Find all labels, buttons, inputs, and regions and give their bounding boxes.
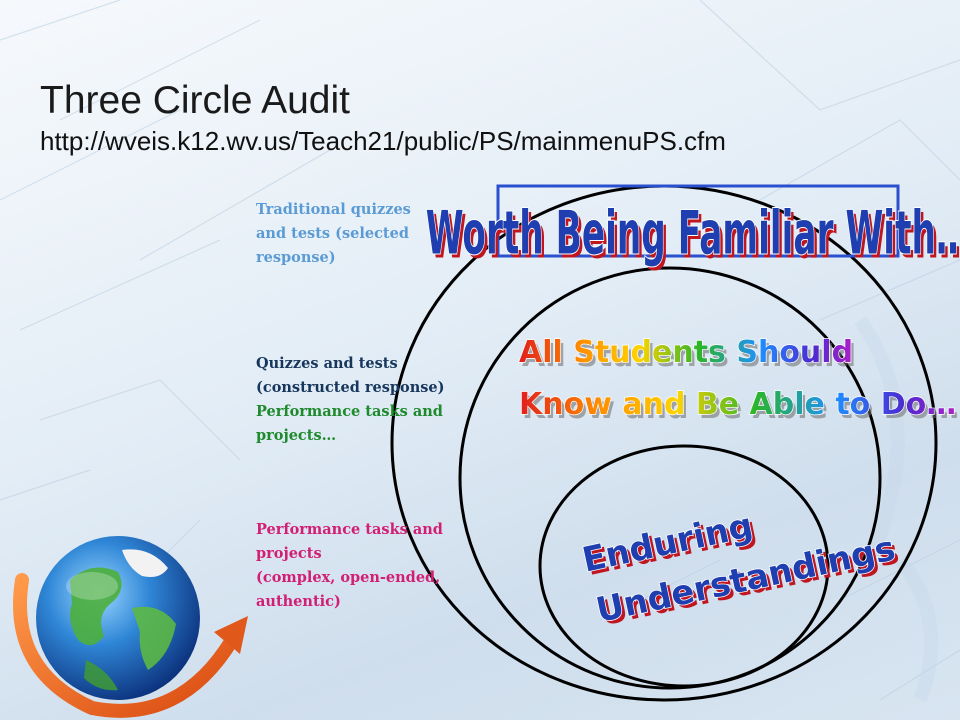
note-line: projects…	[256, 427, 337, 444]
middle-label-line2: Know and Be Able to Do…	[519, 387, 956, 422]
note-constructed-and-performance: Quizzes and tests (constructed response)…	[256, 352, 491, 448]
middle-label-line2-shadow: Know and Be Able to Do…	[522, 391, 959, 426]
slide-title: Three Circle Audit	[40, 79, 350, 122]
note-line: projects	[256, 545, 322, 562]
outer-circle-label: Worth Being Familiar With… Worth Being F…	[425, 184, 960, 273]
note-traditional-assessments: Traditional quizzes and tests (selected …	[256, 198, 491, 270]
outer-label-shadow: Worth Being Familiar With…	[429, 204, 960, 273]
note-line: Traditional quizzes	[256, 201, 411, 218]
middle-circle	[458, 266, 882, 690]
outer-label-text: Worth Being Familiar With…	[426, 200, 960, 269]
middle-label-line1-shadow: All Students Should	[522, 339, 856, 374]
note-line: and tests (selected	[256, 225, 409, 242]
note-line: (complex, open-ended,	[256, 569, 441, 586]
slide-url: http://wveis.k12.wv.us/Teach21/public/PS…	[40, 126, 726, 156]
note-line: Performance tasks and	[256, 403, 443, 420]
note-line: authentic)	[256, 593, 341, 610]
globe-with-orange-arrow-icon	[13, 536, 248, 718]
note-line: Quizzes and tests	[256, 355, 398, 372]
middle-circle-label: All Students Should All Students Should …	[518, 334, 959, 426]
note-line: (constructed response)	[256, 379, 445, 396]
title-block: Three Circle Audit http://wveis.k12.wv.u…	[40, 78, 726, 158]
note-line: Performance tasks and	[256, 521, 443, 538]
note-authentic-performance: Performance tasks and projects (complex,…	[256, 518, 491, 614]
inner-circle	[538, 444, 830, 688]
note-line: response)	[256, 249, 336, 266]
inner-circle-label: Enduring Enduring Understandings Underst…	[578, 505, 902, 634]
middle-label-line1: All Students Should	[519, 335, 853, 370]
